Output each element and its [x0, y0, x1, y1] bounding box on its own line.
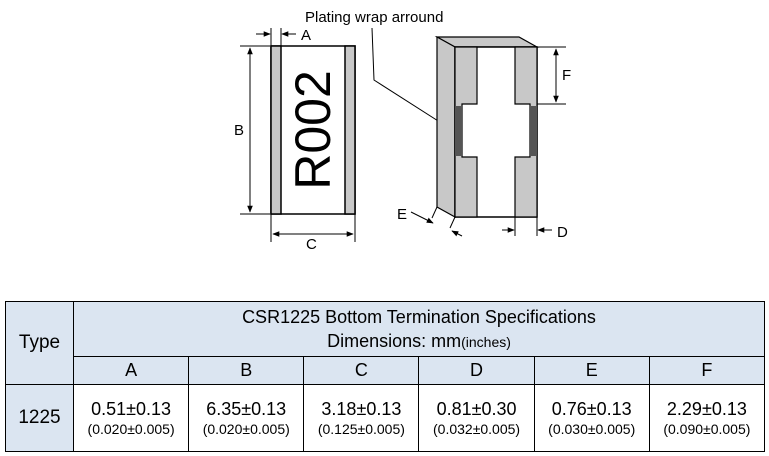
dimension-c: C — [270, 214, 356, 253]
table-title-line1: CSR1225 Bottom Termination Specification… — [242, 306, 596, 327]
value-cell-b: 6.35±0.13 (0.020±0.005) — [188, 384, 305, 452]
column-header-f: F — [648, 356, 766, 385]
dimension-e: E — [397, 206, 463, 237]
plating-leader-line — [371, 27, 447, 127]
bottom-view-resistor — [434, 35, 540, 219]
value-cell-c: 3.18±0.13 (0.125±0.005) — [303, 384, 420, 452]
plating-label: Plating wrap arround — [305, 9, 443, 26]
dimension-a: A — [256, 27, 311, 46]
column-header-b: B — [188, 356, 305, 385]
table-title-unit: (inches) — [461, 333, 511, 350]
value-cell-a: 0.51±0.13 (0.020±0.005) — [72, 384, 190, 452]
table-title-line2: Dimensions: mm — [327, 330, 462, 351]
bottom-left-pad — [455, 106, 462, 156]
value-mm-c: 3.18±0.13 — [321, 399, 402, 419]
resistor-dimension-diagram: R002 A B C Plating wrap arround — [234, 9, 571, 253]
column-header-e: E — [533, 356, 650, 385]
value-cell-d: 0.81±0.30 (0.032±0.005) — [418, 384, 535, 452]
dim-label-d: D — [557, 224, 568, 241]
column-header-d: D — [418, 356, 535, 385]
column-header-c: C — [303, 356, 420, 385]
value-in-d: (0.032±0.005) — [433, 421, 521, 437]
dimension-d: D — [502, 217, 568, 241]
bottom-right-pad — [530, 106, 537, 156]
resistor-marking: R002 — [285, 70, 341, 190]
right-terminal — [344, 45, 356, 215]
dim-label-e: E — [397, 206, 407, 223]
value-in-a: (0.020±0.005) — [87, 421, 175, 437]
table-row: 1225 0.51±0.13 (0.020±0.005) 6.35±0.13 (0.… — [5, 384, 766, 452]
value-mm-e: 0.76±0.13 — [551, 399, 632, 419]
bottom-left-terminal — [454, 46, 478, 218]
top-view-resistor: R002 — [270, 45, 356, 215]
specifications-table: Type CSR1225 Bottom Termination Specific… — [5, 301, 766, 452]
type-value: 1225 — [5, 384, 74, 452]
dim-label-f: F — [562, 67, 571, 84]
type-header: Type — [5, 301, 74, 385]
column-header-a: A — [72, 356, 190, 385]
value-mm-d: 0.81±0.30 — [436, 399, 517, 419]
dimension-f: F — [537, 46, 571, 105]
dim-label-a: A — [301, 27, 311, 44]
value-in-c: (0.125±0.005) — [317, 421, 405, 437]
value-in-f: (0.090±0.005) — [663, 421, 751, 437]
value-mm-f: 2.29±0.13 — [666, 399, 747, 419]
dimension-b: B — [234, 45, 270, 215]
dim-label-b: B — [234, 122, 244, 139]
value-in-e: (0.030±0.005) — [548, 421, 636, 437]
value-cell-e: 0.76±0.13 (0.030±0.005) — [533, 384, 650, 452]
value-mm-b: 6.35±0.13 — [206, 399, 287, 419]
dim-label-c: C — [306, 236, 317, 253]
value-in-b: (0.020±0.005) — [202, 421, 290, 437]
table-title: CSR1225 Bottom Termination Specification… — [73, 301, 765, 357]
value-mm-a: 0.51±0.13 — [91, 399, 172, 419]
left-terminal — [270, 45, 282, 215]
value-cell-f: 2.29±0.13 (0.090±0.005) — [648, 384, 766, 452]
